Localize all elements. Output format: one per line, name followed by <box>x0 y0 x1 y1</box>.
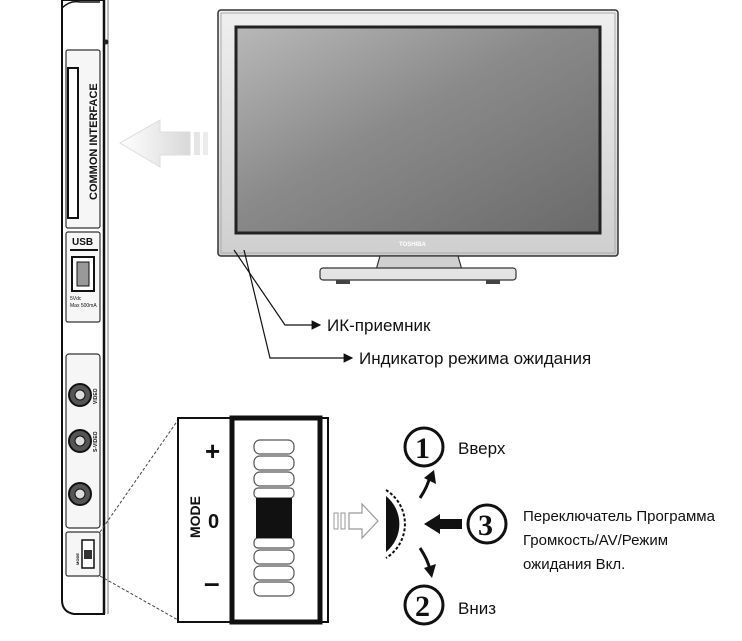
step-three-number: 3 <box>478 509 493 542</box>
step-two-number: 2 <box>415 590 430 623</box>
tv-brand-logo: TOSHIBA <box>399 242 427 248</box>
tv-screen <box>234 25 602 235</box>
rocker-ribs <box>253 439 295 597</box>
step-one-number: 1 <box>415 432 430 465</box>
small-switch-label: MODE <box>75 553 80 565</box>
panel-pointer-arrow <box>119 119 208 168</box>
usb-spec-label-2: Max 500mA <box>70 303 97 309</box>
control-knob-icon <box>385 470 462 578</box>
mode-label: MODE <box>187 496 203 538</box>
usb-spec-label: 5Vdc <box>70 296 82 302</box>
switch-label-line1: Переключатель Программа <box>523 508 716 525</box>
ir-receiver-label: ИК-приемник <box>327 316 431 335</box>
side-panel: COMMON INTERFACE USB 5Vdc Max 500mA VIDE… <box>61 0 109 615</box>
common-interface-label: COMMON INTERFACE <box>88 83 100 200</box>
zoom-lines <box>99 419 179 621</box>
s-video-jack-label: S-VIDEO <box>93 431 99 452</box>
mode-zero-label: 0 <box>208 511 219 533</box>
switch-label-line3: ожидания Вкл. <box>523 556 625 573</box>
mode-plus-label: + <box>205 436 220 466</box>
down-label: Вниз <box>458 599 496 618</box>
tv-stand-base <box>319 267 517 281</box>
tv-callouts: ИК-приемник Индикатор режима ожидания <box>233 249 591 368</box>
step-down: 2 Вниз <box>403 584 496 626</box>
rocker-knob <box>256 498 292 538</box>
video-jack-label: VIDEO <box>93 388 99 404</box>
usb-label: USB <box>72 237 93 248</box>
mode-minus-label: – <box>204 567 220 598</box>
video-jack: VIDEO <box>68 383 99 407</box>
switch-label-line2: Громкость/AV/Режим <box>523 532 668 549</box>
standby-indicator-label: Индикатор режима ожидания <box>359 349 591 368</box>
up-label: Вверх <box>458 439 506 458</box>
mode-switch-enlarged: + 0 – MODE <box>177 415 329 625</box>
tv-front: TOSHIBA <box>217 9 619 284</box>
audio-jack <box>68 482 92 506</box>
step-up: 1 Вверх <box>403 426 506 468</box>
step-switch: 3 Переключатель Программа Громкость/AV/Р… <box>466 503 716 573</box>
switch-to-knob-arrow <box>333 502 379 540</box>
s-video-jack: S-VIDEO <box>68 429 99 453</box>
